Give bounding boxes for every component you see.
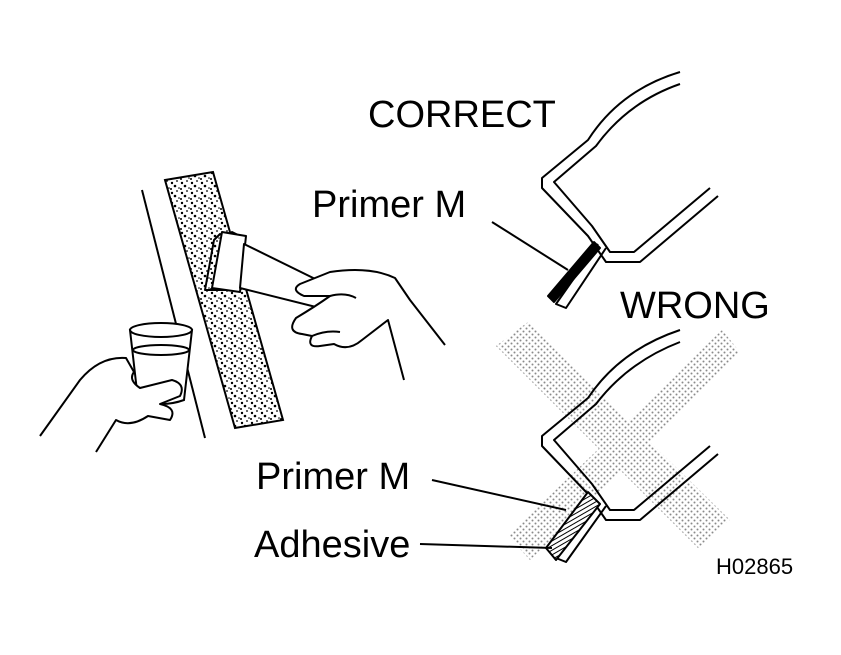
primer-top-leader <box>491 221 569 271</box>
primer-strip <box>163 170 285 430</box>
primer-bottom-leader <box>431 479 567 511</box>
cross-bar-2 <box>508 330 740 560</box>
adhesive-leader <box>419 543 553 549</box>
glass-cup-liquid <box>132 344 190 356</box>
correct-bracket-inner <box>553 83 711 253</box>
primer-top-label: Primer M <box>312 184 467 226</box>
right-hand-finger-2 <box>311 330 341 337</box>
figure-code: H02865 <box>716 554 794 579</box>
wrong-bracket-outer <box>541 329 719 521</box>
wrong-adhesive-layer <box>545 491 601 561</box>
hand-icon <box>291 269 446 381</box>
right-hand-outline <box>291 269 446 381</box>
primer-bottom-label: Primer M <box>256 456 411 498</box>
glass-panel-group <box>141 170 285 439</box>
correct-label: CORRECT <box>368 94 556 136</box>
correct-bracket <box>541 71 719 309</box>
wrong-bracket <box>541 329 719 563</box>
glass-panel-edge-line <box>141 189 206 439</box>
wrong-bracket-inner <box>553 341 711 511</box>
hand-icon-left <box>39 356 183 453</box>
brush-ferrule <box>211 231 247 293</box>
right-hand-finger-1 <box>329 293 357 299</box>
left-hand-outline <box>39 356 183 453</box>
adhesive-label: Adhesive <box>254 524 411 566</box>
glass-cup-rim <box>129 322 193 338</box>
cross-mark-icon <box>496 322 740 560</box>
correct-primer-layer <box>547 241 601 303</box>
correct-bracket-outer <box>541 71 719 263</box>
wrong-label: WRONG <box>620 285 770 327</box>
correct-bracket-lip <box>555 243 607 309</box>
